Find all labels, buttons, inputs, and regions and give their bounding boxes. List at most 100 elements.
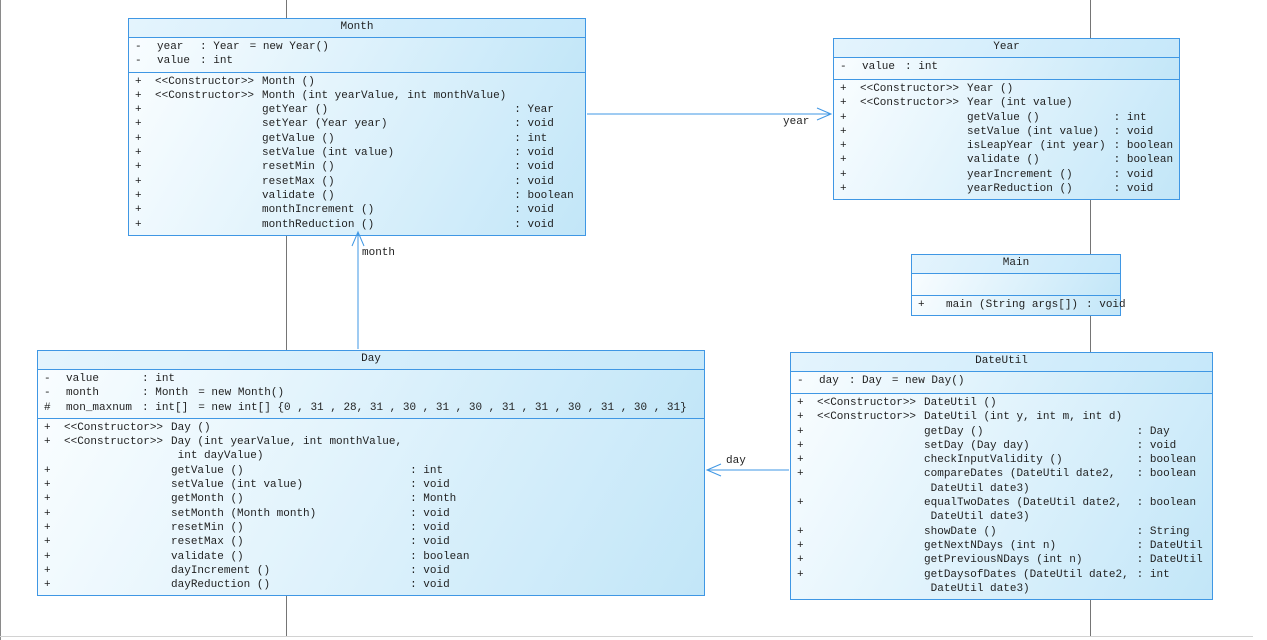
method-visibility: + bbox=[840, 125, 847, 138]
method-return-type: : String bbox=[1136, 525, 1190, 538]
method-return-type: : void bbox=[410, 507, 450, 520]
class-title-day: Day bbox=[38, 351, 704, 370]
method-signature: Month () bbox=[262, 75, 315, 88]
method-return-type: : int bbox=[1136, 568, 1170, 581]
method-visibility: + bbox=[44, 421, 51, 434]
attribute-visibility: - bbox=[44, 387, 51, 400]
method-stereotype bbox=[860, 168, 959, 182]
method-stereotype bbox=[817, 539, 916, 553]
method-visibility: + bbox=[44, 479, 51, 492]
method-return-type: : int bbox=[1113, 111, 1147, 124]
methods-compartment: +<<Constructor>>Year ()+<<Constructor>>Y… bbox=[834, 80, 1179, 200]
attribute-visibility: # bbox=[44, 401, 51, 414]
method-stereotype bbox=[860, 139, 959, 153]
association-dateutil-day[interactable] bbox=[705, 463, 789, 477]
method-return-type bbox=[1114, 82, 1174, 96]
class-box-dateutil[interactable]: DateUtil -day: Day= new Day() +<<Constru… bbox=[790, 352, 1213, 601]
method-stereotype: <<Constructor>> bbox=[860, 83, 960, 95]
method-visibility: + bbox=[135, 132, 142, 145]
method-visibility: + bbox=[44, 550, 51, 563]
method-return-type: : boolean bbox=[1113, 140, 1174, 153]
method-stereotype bbox=[155, 146, 254, 160]
attribute-type: : int bbox=[200, 55, 234, 68]
method-stereotype bbox=[155, 203, 254, 217]
class-box-month[interactable]: Month -year: Year= new Year()-value: int… bbox=[128, 18, 586, 236]
open-arrowhead-left bbox=[705, 463, 722, 477]
method-stereotype bbox=[155, 103, 254, 117]
attribute-name: month bbox=[66, 387, 100, 400]
method-signature: yearReduction () bbox=[967, 183, 1073, 196]
method-stereotype bbox=[860, 153, 959, 167]
method-visibility: + bbox=[840, 183, 847, 196]
method-return-type: : void bbox=[514, 147, 554, 160]
attribute-name: day bbox=[819, 375, 839, 387]
method-visibility: + bbox=[44, 436, 51, 449]
page-boundary-line-right bbox=[1090, 0, 1091, 636]
method-visibility: + bbox=[135, 161, 142, 174]
method-stereotype bbox=[64, 521, 163, 535]
method-visibility: + bbox=[135, 118, 142, 131]
attribute-type: : Year bbox=[200, 41, 240, 53]
method-visibility: + bbox=[840, 140, 847, 153]
method-return-type: : Year bbox=[514, 104, 554, 117]
method-signature: monthIncrement () bbox=[262, 204, 375, 217]
association-role-label-year[interactable]: year bbox=[783, 116, 810, 128]
method-return-type: : void bbox=[514, 161, 554, 174]
method-stereotype bbox=[860, 125, 959, 139]
method-visibility: + bbox=[797, 554, 804, 567]
method-return-type: : boolean bbox=[1136, 454, 1197, 467]
method-visibility: + bbox=[44, 579, 51, 592]
method-return-type bbox=[1114, 96, 1174, 110]
method-return-type: : Day bbox=[1136, 425, 1170, 438]
method-return-type: : void bbox=[514, 118, 554, 131]
method-return-type: : DateUtil bbox=[1136, 554, 1203, 567]
method-signature: resetMax () bbox=[171, 536, 244, 549]
method-signature: Day (int yearValue, int monthValue, int … bbox=[171, 436, 403, 463]
class-box-day[interactable]: Day -value: int-month: Month= new Month(… bbox=[37, 350, 705, 597]
method-signature: getDaysofDates (DateUtil date2, DateUtil… bbox=[924, 568, 1129, 595]
canvas-left-border bbox=[0, 0, 1, 640]
class-box-year[interactable]: Year -value: int +<<Constructor>>Year ()… bbox=[833, 38, 1180, 201]
method-visibility: + bbox=[797, 397, 804, 409]
attribute-visibility: - bbox=[135, 41, 142, 53]
method-signature: equalTwoDates (DateUtil date2, DateUtil … bbox=[924, 497, 1123, 524]
attribute-visibility: - bbox=[44, 373, 51, 385]
method-return-type: : void bbox=[514, 175, 554, 188]
method-signature: resetMin () bbox=[171, 521, 244, 534]
method-visibility: + bbox=[797, 568, 804, 581]
method-return-type: : boolean bbox=[514, 189, 574, 202]
method-signature: getYear () bbox=[262, 104, 329, 117]
attributes-compartment bbox=[912, 274, 1120, 296]
method-return-type: : void bbox=[514, 218, 554, 231]
method-stereotype bbox=[64, 578, 163, 592]
method-visibility: + bbox=[135, 218, 142, 231]
method-signature: isLeapYear (int year) bbox=[967, 140, 1106, 153]
association-role-label-month[interactable]: month bbox=[362, 247, 396, 259]
attribute-type: : Day bbox=[848, 375, 882, 387]
attribute-type: : int bbox=[905, 61, 939, 73]
attribute-name: value bbox=[157, 55, 191, 68]
method-visibility: + bbox=[135, 175, 142, 188]
method-stereotype bbox=[817, 553, 916, 567]
method-return-type bbox=[1137, 410, 1207, 424]
method-stereotype bbox=[64, 507, 163, 521]
method-signature: setDay (Day day) bbox=[924, 439, 1030, 452]
attribute-name: value bbox=[862, 61, 896, 73]
association-role-label-day[interactable]: day bbox=[726, 455, 746, 467]
method-visibility: + bbox=[44, 521, 51, 534]
method-visibility: + bbox=[797, 468, 804, 481]
class-box-main[interactable]: Main +main (String args[]): void bbox=[911, 254, 1126, 317]
method-return-type: : int bbox=[514, 132, 548, 145]
attribute-visibility: - bbox=[797, 375, 804, 387]
method-stereotype bbox=[155, 160, 254, 174]
method-visibility: + bbox=[797, 539, 804, 552]
method-stereotype bbox=[817, 525, 916, 539]
method-visibility: + bbox=[797, 411, 804, 424]
method-signature: getNextNDays (int n) bbox=[924, 539, 1057, 552]
method-stereotype bbox=[817, 453, 916, 467]
method-stereotype bbox=[155, 189, 254, 203]
method-return-type: : void bbox=[410, 579, 450, 592]
method-visibility: + bbox=[135, 89, 142, 102]
method-return-type: : void bbox=[514, 204, 554, 217]
method-stereotype bbox=[64, 464, 163, 478]
